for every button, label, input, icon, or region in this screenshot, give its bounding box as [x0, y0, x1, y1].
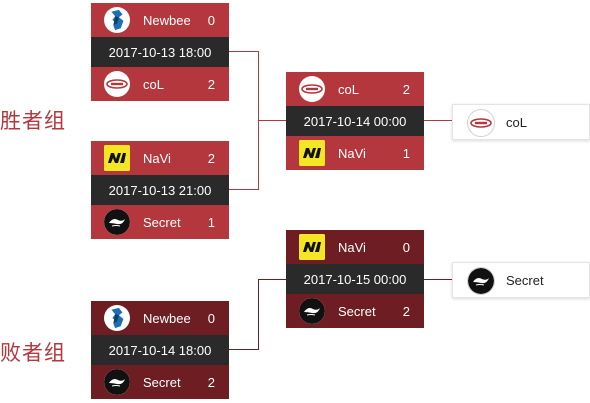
secret-icon: [104, 369, 130, 395]
team-row-navi[interactable]: NaVi 2: [91, 141, 229, 175]
team-name: Newbee: [143, 13, 191, 28]
match-upper-final[interactable]: coL 2 2017-10-14 00:00 NaVi 1: [286, 72, 424, 170]
connector-line: [424, 279, 452, 280]
secret-icon: [467, 267, 495, 295]
connector-line: [258, 279, 286, 280]
team-score: 0: [207, 13, 215, 28]
connector-line: [258, 120, 286, 121]
team-name: coL: [338, 82, 359, 97]
team-name: Newbee: [143, 311, 191, 326]
team-score: 2: [207, 77, 215, 92]
navi-icon: [104, 145, 130, 171]
connector-line: [424, 120, 452, 121]
connector-line: [229, 51, 258, 52]
match-time: 2017-10-13 21:00: [91, 175, 229, 205]
navi-icon: [299, 234, 325, 260]
secret-icon: [299, 298, 325, 324]
team-row-newbee[interactable]: Newbee 0: [91, 301, 229, 335]
match-upper-1[interactable]: Newbee 0 2017-10-13 18:00 coL 2: [91, 3, 229, 101]
match-time: 2017-10-15 00:00: [286, 264, 424, 294]
upper-bracket-label: 胜者组: [0, 109, 66, 133]
match-time: 2017-10-14 18:00: [91, 335, 229, 365]
match-lower-1[interactable]: Newbee 0 2017-10-14 18:00 Secret 2: [91, 301, 229, 399]
team-score: 0: [207, 311, 215, 326]
team-score: 1: [207, 215, 215, 230]
team-row-secret[interactable]: Secret 2: [91, 365, 229, 399]
secret-icon: [104, 209, 130, 235]
team-name: NaVi: [143, 151, 171, 166]
winner-name: Secret: [506, 273, 544, 288]
team-name: NaVi: [338, 146, 366, 161]
team-score: 2: [207, 375, 215, 390]
col-icon: [467, 109, 495, 137]
newbee-icon: [104, 7, 130, 33]
connector-line: [229, 189, 258, 190]
col-icon: [299, 76, 325, 102]
match-upper-2[interactable]: NaVi 2 2017-10-13 21:00 Secret 1: [91, 141, 229, 239]
connector-line: [229, 349, 258, 350]
team-row-secret[interactable]: Secret 2: [286, 294, 424, 328]
team-row-col[interactable]: coL 2: [286, 72, 424, 106]
team-name: Secret: [143, 215, 181, 230]
team-score: 2: [207, 151, 215, 166]
team-score: 1: [402, 146, 410, 161]
team-score: 2: [402, 304, 410, 319]
lower-winner-box[interactable]: Secret: [452, 262, 590, 298]
col-icon: [104, 71, 130, 97]
team-row-newbee[interactable]: Newbee 0: [91, 3, 229, 37]
match-lower-final[interactable]: NaVi 0 2017-10-15 00:00 Secret 2: [286, 230, 424, 328]
team-name: NaVi: [338, 240, 366, 255]
team-score: 0: [402, 240, 410, 255]
winner-name: coL: [506, 115, 527, 130]
team-name: coL: [143, 77, 164, 92]
team-row-navi[interactable]: NaVi 1: [286, 136, 424, 170]
lower-bracket-label: 败者组: [0, 341, 66, 365]
navi-icon: [299, 140, 325, 166]
match-time: 2017-10-13 18:00: [91, 37, 229, 67]
team-name: Secret: [338, 304, 376, 319]
upper-winner-box[interactable]: coL: [452, 104, 590, 140]
match-time: 2017-10-14 00:00: [286, 106, 424, 136]
team-row-navi[interactable]: NaVi 0: [286, 230, 424, 264]
team-name: Secret: [143, 375, 181, 390]
newbee-icon: [104, 305, 130, 331]
connector-line: [258, 279, 259, 350]
team-row-secret[interactable]: Secret 1: [91, 205, 229, 239]
team-score: 2: [402, 82, 410, 97]
team-row-col[interactable]: coL 2: [91, 67, 229, 101]
